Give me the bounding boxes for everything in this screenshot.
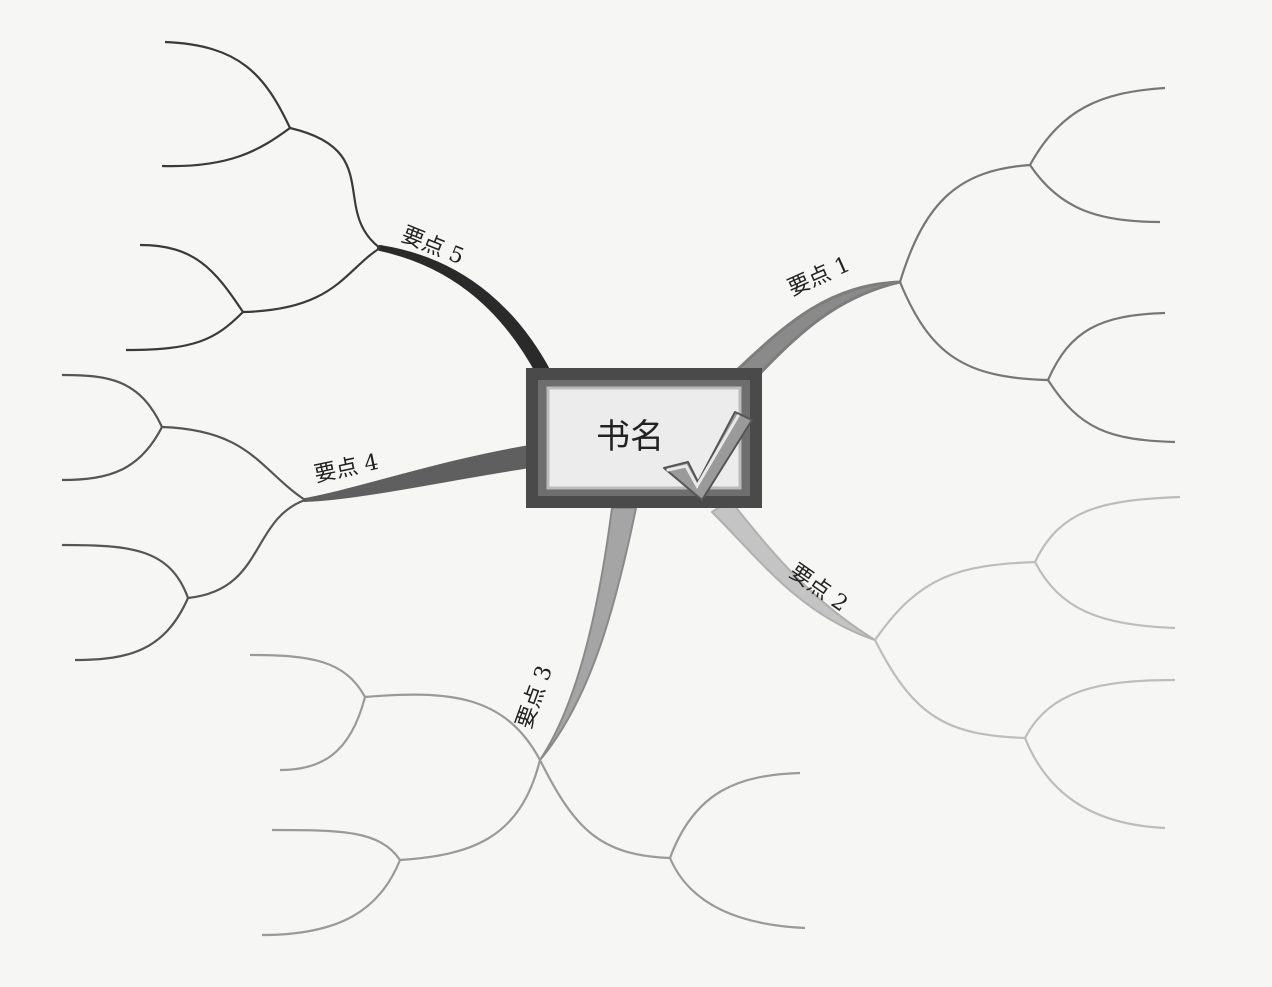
branch-5-stem (377, 245, 551, 378)
branch-4-label: 要点 4 (312, 450, 381, 488)
branch-5: 要点 5 (125, 40, 551, 378)
branch-1-subbranches (898, 86, 1176, 444)
branch-1-stem (733, 280, 902, 384)
branch-5-subbranches (125, 40, 381, 352)
branch-2-stem (711, 499, 876, 641)
checkmark-icon (663, 411, 753, 501)
branch-3-stem (539, 507, 637, 761)
branch-4-stem (303, 445, 532, 502)
branch-1: 要点 1 (733, 86, 1176, 444)
branch-2: 要点 2 (711, 495, 1181, 830)
branch-4: 要点 4 (61, 373, 532, 662)
central-topic: 书名 (526, 368, 762, 508)
branch-3: 要点 3 (249, 507, 806, 937)
branch-3-subbranches (249, 653, 806, 937)
branch-2-subbranches (874, 495, 1181, 830)
central-topic-title: 书名 (596, 417, 664, 457)
branch-4-subbranches (61, 373, 306, 662)
branch-3-label: 要点 3 (512, 662, 558, 732)
